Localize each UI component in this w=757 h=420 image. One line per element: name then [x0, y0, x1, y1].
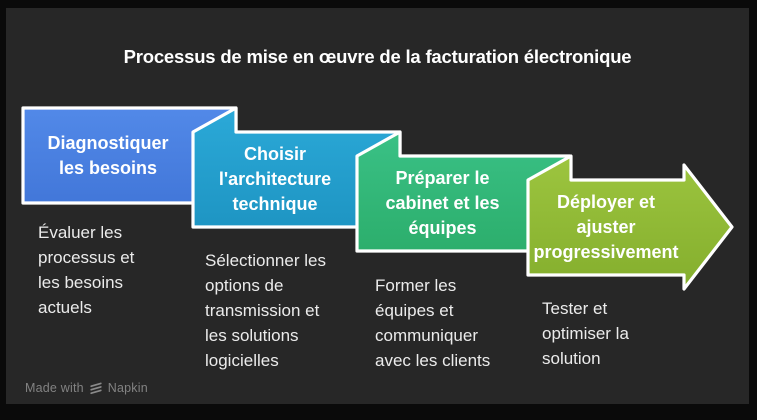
step-2-title: Choisir l'architecture technique	[218, 144, 332, 214]
made-with-napkin-badge: Made with Napkin	[25, 381, 148, 395]
step-1-title: Diagnostiquer les besoins	[47, 132, 169, 178]
step-2-description: Sélectionner les options de transmission…	[205, 251, 326, 370]
step-4-title: Déployer et ajuster progressivement	[533, 192, 679, 262]
step-3-description: Former les équipes et communiquer avec l…	[375, 276, 491, 370]
made-with-label: Made with	[25, 381, 84, 395]
step-3-title: Préparer le cabinet et les équipes	[385, 168, 500, 238]
napkin-brand-label: Napkin	[107, 381, 148, 395]
step-1-description: Évaluer les processus et les besoins act…	[38, 223, 135, 317]
diagram-title: Processus de mise en œuvre de la factura…	[123, 46, 632, 67]
step-4-arrow-shape	[526, 154, 734, 291]
step-4-description: Tester et optimiser la solution	[542, 299, 629, 368]
napkin-logo-icon	[90, 382, 102, 395]
